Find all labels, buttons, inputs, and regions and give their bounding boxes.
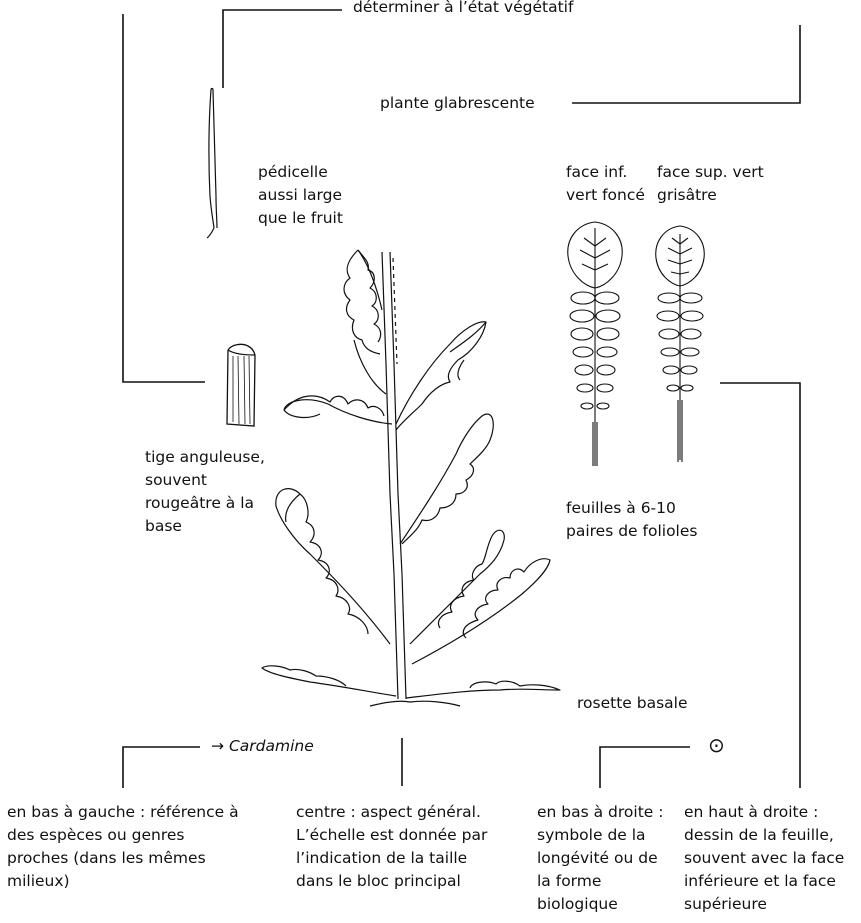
reference-cardamine: → Cardamine [211,735,314,758]
caption-top-right: en haut à droite : dessin de la feuille,… [684,801,844,916]
caption-bottom-right: en bas à droite : symbole de la longévit… [537,801,663,916]
caption-line: des espèces ou genres [7,824,239,847]
label-face-inf-line: vert foncé [566,184,645,207]
caption-line: dans le bloc principal [296,870,487,893]
line-leaf [720,383,800,788]
caption-line: en bas à gauche : référence à [7,801,239,824]
caption-line: supérieure [684,893,844,916]
cardamine-name: Cardamine [229,737,314,755]
label-pedicelle-line: pédicelle [258,161,343,184]
line-cardamine [123,747,200,788]
line-symbol [600,747,690,788]
label-face-sup-line: face sup. vert [657,161,764,184]
caption-line: proches (dans les mêmes [7,847,239,870]
label-pedicelle: pédicelle aussi large que le fruit [258,161,343,230]
caption-line: en haut à droite : [684,801,844,824]
line-glabrescente [572,25,800,103]
caption-line: la forme [537,870,663,893]
label-rosette: rosette basale [577,692,688,715]
caption-line: milieux) [7,870,239,893]
caption-line: l’indication de la taille [296,847,487,870]
label-pedicelle-line: que le fruit [258,207,343,230]
label-tige: tige anguleuse, souvent rougeâtre à la b… [145,446,265,538]
label-face-sup: face sup. vert grisâtre [657,161,764,207]
label-pedicelle-line: aussi large [258,184,343,207]
leaf-upper-face-icon [640,220,720,470]
label-tige-line: tige anguleuse, [145,446,265,469]
caption-line: dessin de la feuille, [684,824,844,847]
caption-line: inférieure et la face [684,870,844,893]
caption-line: souvent avec la face [684,847,844,870]
label-determiner: déterminer à l’état végétatif [353,0,573,19]
caption-line: symbole de la [537,824,663,847]
caption-center: centre : aspect général. L’échelle est d… [296,801,487,893]
caption-line: L’échelle est donnée par [296,824,487,847]
label-face-sup-line: grisâtre [657,184,764,207]
label-feuilles-line: paires de folioles [566,520,697,543]
label-feuilles: feuilles à 6-10 paires de folioles [566,497,697,543]
longevity-symbol-icon: ⊙ [708,734,725,757]
label-tige-line: base [145,515,265,538]
caption-line: longévité ou de [537,847,663,870]
caption-line: en bas à droite : [537,801,663,824]
caption-line: centre : aspect général. [296,801,487,824]
arrow-right-icon: → [211,737,224,755]
plant-drawing-icon [250,244,580,714]
label-feuilles-line: feuilles à 6-10 [566,497,697,520]
pedicel-fruit-icon [198,86,232,240]
label-tige-line: rougeâtre à la [145,492,265,515]
label-face-inf: face inf. vert foncé [566,161,645,207]
line-stem [123,14,205,382]
caption-bottom-left: en bas à gauche : référence à des espèce… [7,801,239,893]
label-face-inf-line: face inf. [566,161,645,184]
label-glabrescente: plante glabrescente [380,92,535,115]
line-determiner [223,10,342,88]
caption-line: biologique [537,893,663,916]
label-tige-line: souvent [145,469,265,492]
